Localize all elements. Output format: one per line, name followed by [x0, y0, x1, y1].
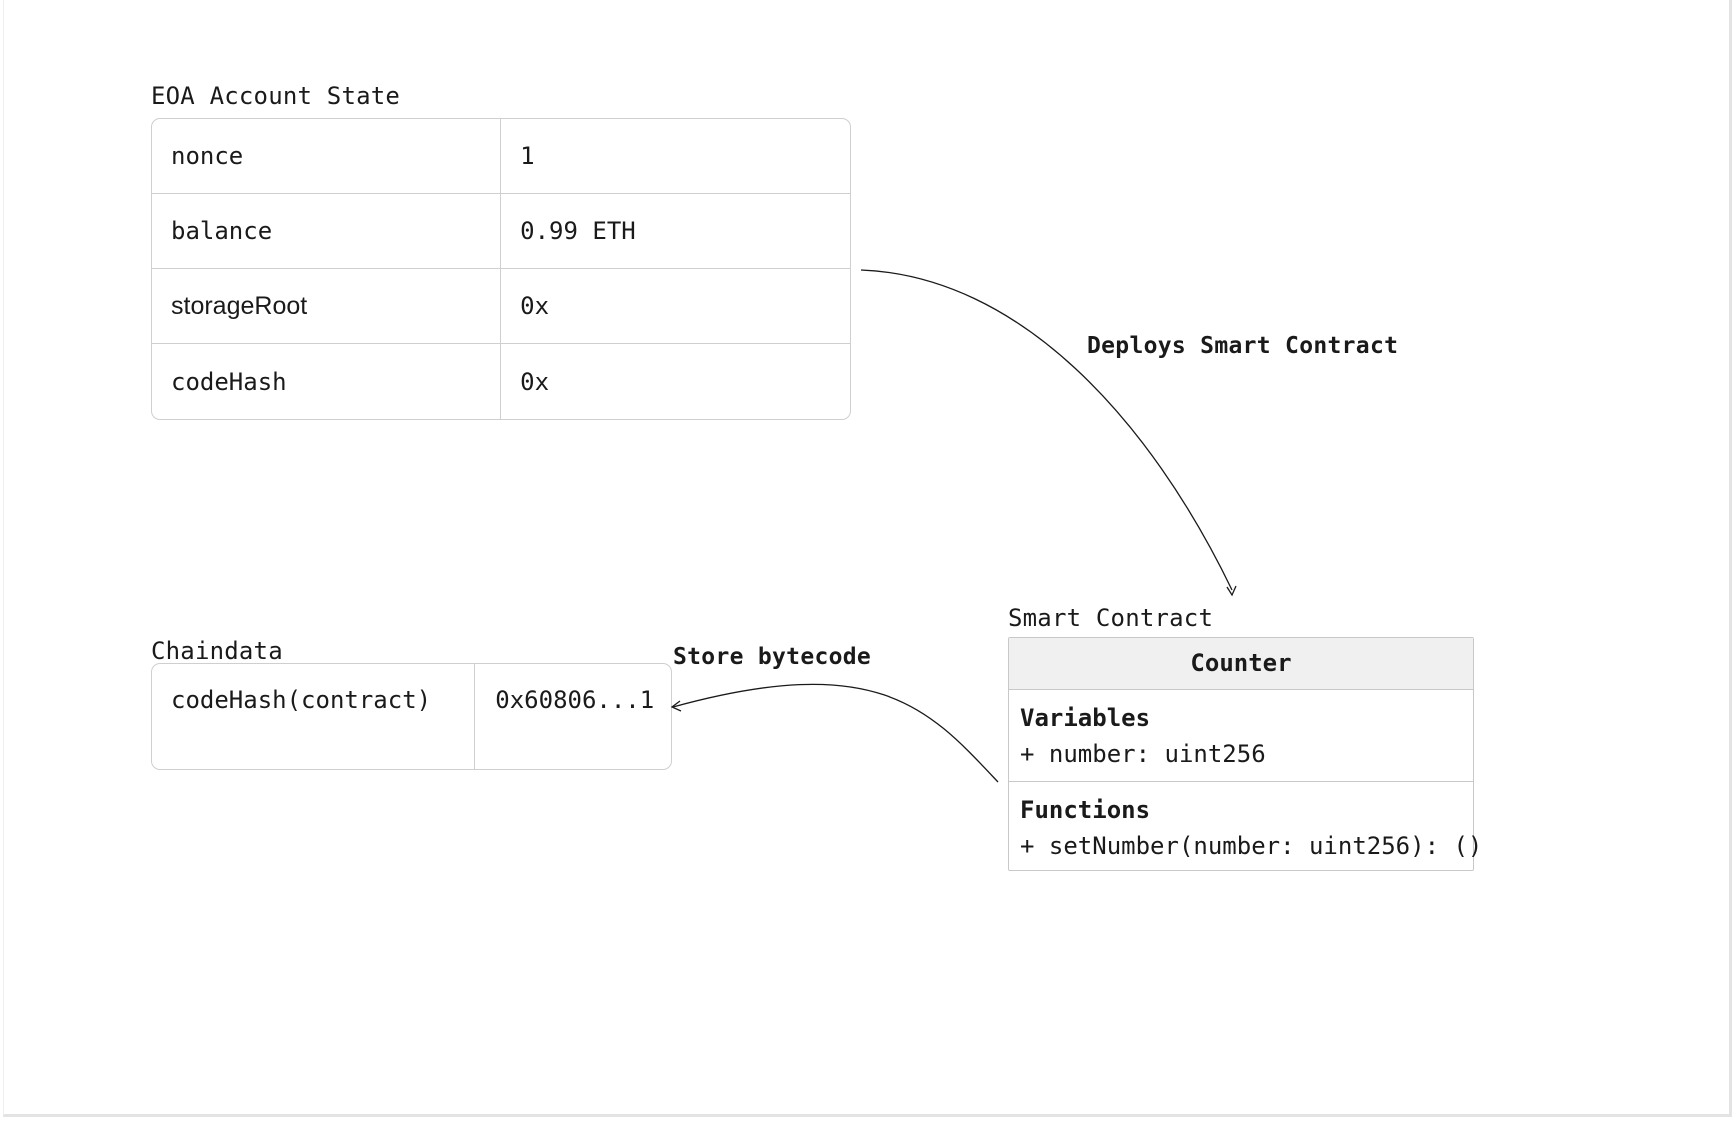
eoa-title: EOA Account State — [151, 82, 401, 110]
variable-item: + number: uint256 — [1020, 740, 1266, 768]
table-row: codeHash 0x — [152, 344, 850, 419]
table-row: storageRoot 0x — [152, 269, 850, 344]
smart-contract-title: Smart Contract — [1008, 604, 1214, 632]
chaindata-key: codeHash(contract) — [152, 664, 476, 769]
eoa-value-nonce: 1 — [501, 119, 850, 194]
eoa-value-code-hash: 0x — [520, 367, 550, 396]
store-edge-label: Store bytecode — [673, 644, 872, 670]
counter-class-box: Counter Variables + number: uint256 Func… — [1008, 637, 1483, 871]
eoa-key-code-hash: codeHash — [152, 344, 502, 419]
eoa-key-nonce: nonce — [152, 119, 502, 194]
variables-heading: Variables — [1020, 704, 1151, 732]
function-item: + setNumber(number: uint256): () — [1020, 832, 1483, 860]
eoa-value-storage-root: 0x — [501, 269, 850, 344]
eoa-state-table: nonce 1 balance 0.99 ETH storageRoot 0x … — [151, 118, 851, 420]
table-row: nonce 1 — [152, 119, 850, 194]
eoa-key-storage-root: storageRoot — [152, 269, 502, 344]
variables-section: Variables + number: uint256 — [1009, 690, 1473, 782]
chaindata-title: Chaindata — [151, 637, 283, 665]
table-row: balance 0.99 ETH — [152, 194, 850, 269]
eoa-value-balance: 0.99 ETH — [501, 194, 850, 269]
functions-heading: Functions — [1020, 796, 1151, 824]
eoa-key-balance: balance — [152, 194, 502, 269]
class-name: Counter — [1009, 638, 1473, 690]
chaindata-value: 0x60806...1 — [495, 686, 655, 714]
deploy-edge-label: Deploys Smart Contract — [1087, 333, 1399, 359]
functions-section: Functions + setNumber(number: uint256): … — [1009, 782, 1483, 870]
chaindata-table: codeHash(contract) 0x60806...1 — [151, 663, 672, 770]
table-row: codeHash(contract) 0x60806...1 — [152, 664, 671, 769]
